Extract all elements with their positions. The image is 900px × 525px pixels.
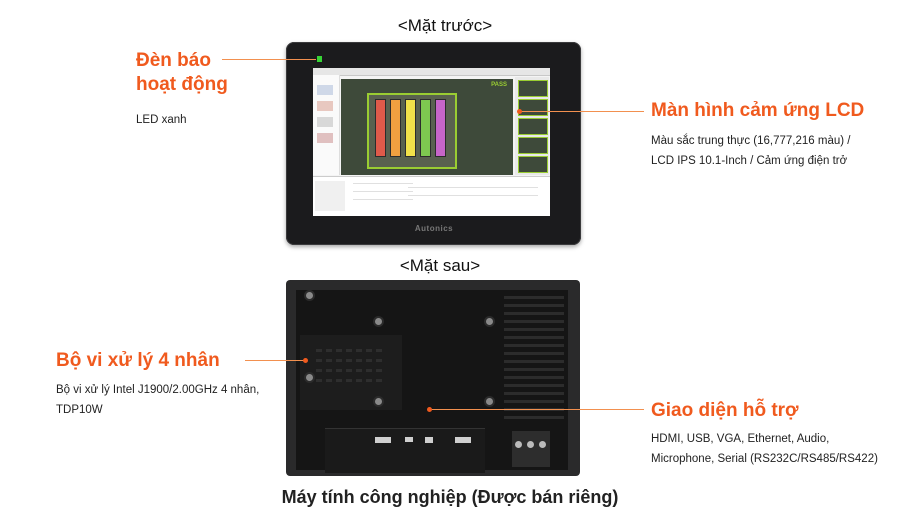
rear-view-label: <Mặt sau> [399,256,481,275]
product-caption: Máy tính công nghiệp (Được bán riêng) [281,487,619,507]
cpu-leader-line [245,360,305,361]
cpu-text-line1: Bộ vi xử lý Intel J1900/2.00GHz 4 nhân, [56,384,260,396]
screen-sidebar [313,75,340,175]
inspection-bar [420,99,431,157]
io-callout-title: Giao diện hỗ trợ [651,400,799,421]
lcd-leader-dot [517,109,522,114]
usb-port [405,437,413,442]
mount-screw [375,318,382,325]
cpu-vent-grille [300,335,402,410]
led-title-line1: Đèn báo [136,50,211,71]
io-text-line1: HDMI, USB, VGA, Ethernet, Audio, [651,433,830,445]
mount-screw [306,374,313,381]
grille-pattern [316,349,382,382]
cpu-callout-text: Bộ vi xử lý Intel J1900/2.00GHz 4 nhân, … [56,380,259,420]
mount-screw [375,398,382,405]
lcd-text-line2: LCD IPS 10.1-Inch / Cảm ứng điện trở [651,155,848,167]
thumbnail-strip [515,77,549,175]
serial-port [455,437,471,443]
cpu-text-line2: TDP10W [56,404,103,416]
heat-sink-vents [500,290,568,470]
led-title-line2: hoạt động [136,74,228,95]
power-led-indicator [317,56,322,62]
io-leader-line [430,409,644,410]
io-leader-dot [427,407,432,412]
ethernet-port [425,437,433,443]
brand-logo: Autonics [414,224,454,233]
inspection-bar [405,99,416,157]
inspection-bar [375,99,386,157]
screen-toolbar [313,68,550,76]
inspection-image: PASS [341,79,513,175]
io-port-strip [325,428,485,473]
lcd-leader-line [520,111,644,112]
inspection-bar [390,99,401,157]
power-terminal-block [512,431,550,467]
inspection-bar [435,99,446,157]
lcd-touch-screen: PASS [313,68,550,216]
lcd-callout-text: Màu sắc trung thực (16,777,216 màu) / LC… [651,131,850,171]
led-callout-title: Đèn báo hoạt động [136,49,228,97]
cpu-leader-dot [303,358,308,363]
front-view-label: <Mặt trước> [397,16,493,35]
cpu-callout-title: Bộ vi xử lý 4 nhân [56,350,220,371]
pass-watermark: PASS [491,82,507,88]
io-text-line2: Microphone, Serial (RS232C/RS485/RS422) [651,453,878,465]
lcd-callout-title: Màn hình cảm ứng LCD [651,100,865,121]
led-leader-line [222,59,316,60]
led-callout-text: LED xanh [136,114,187,126]
vent-fins-graphic [504,296,564,419]
mount-screw [306,292,313,299]
mount-screw [486,318,493,325]
lcd-text-line1: Màu sắc trung thực (16,777,216 màu) / [651,135,851,147]
settings-panel [313,176,550,216]
mount-screw [486,398,493,405]
vga-port [375,437,391,443]
io-callout-text: HDMI, USB, VGA, Ethernet, Audio, Microph… [651,429,878,469]
